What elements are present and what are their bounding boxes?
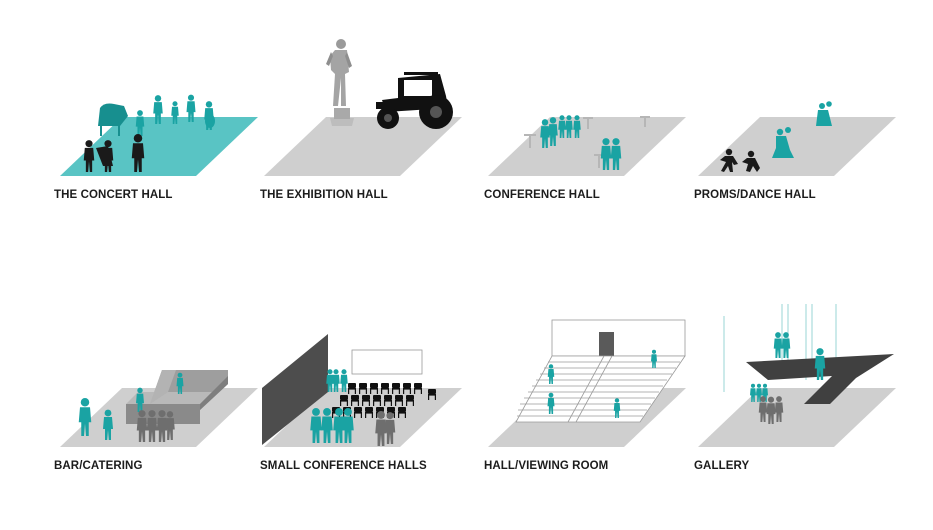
speakers-icon bbox=[326, 369, 348, 392]
dancing-couple-dark-icon bbox=[720, 148, 760, 172]
tractor-icon bbox=[376, 72, 453, 129]
door-icon bbox=[599, 332, 614, 356]
conference-floor bbox=[488, 117, 686, 176]
back-wall bbox=[551, 319, 686, 357]
musicians-icon bbox=[135, 94, 215, 136]
panel-viewing-room bbox=[488, 319, 686, 447]
panel-concert-hall bbox=[60, 94, 258, 176]
panel-gallery bbox=[698, 304, 896, 447]
partition-wall bbox=[262, 334, 328, 445]
gallery-floor bbox=[698, 388, 896, 447]
caption-conference-hall: CONFERENCE HALL bbox=[484, 189, 600, 201]
dancing-couples-teal-icon bbox=[772, 101, 832, 158]
dance-floor bbox=[698, 117, 896, 176]
panel-bar-catering bbox=[60, 370, 258, 447]
caption-small-conference-halls: SMALL CONFERENCE HALLS bbox=[260, 460, 427, 472]
projection-screen bbox=[351, 349, 423, 375]
caption-exhibition-hall: THE EXHIBITION HALL bbox=[260, 189, 388, 201]
audience-silhouettes-icon bbox=[83, 134, 145, 172]
cocktail-tables-icon bbox=[524, 116, 650, 168]
exhibition-floor bbox=[264, 117, 462, 176]
grand-piano-icon bbox=[98, 103, 128, 136]
panel-dance-hall bbox=[698, 101, 896, 176]
caption-bar-catering: BAR/CATERING bbox=[54, 460, 143, 472]
statue-icon bbox=[326, 39, 354, 126]
mezzanine-platform bbox=[746, 354, 894, 404]
caption-gallery: GALLERY bbox=[694, 460, 750, 472]
panel-small-conference-halls bbox=[262, 334, 462, 447]
tiered-seating-icon bbox=[515, 355, 686, 423]
caption-concert-hall: THE CONCERT HALL bbox=[54, 189, 173, 201]
caption-dance-hall: PROMS/DANCE HALL bbox=[694, 189, 816, 201]
panel-conference-hall bbox=[488, 115, 686, 176]
panel-exhibition-hall bbox=[264, 39, 462, 176]
caption-viewing-room: HALL/VIEWING ROOM bbox=[484, 460, 609, 472]
